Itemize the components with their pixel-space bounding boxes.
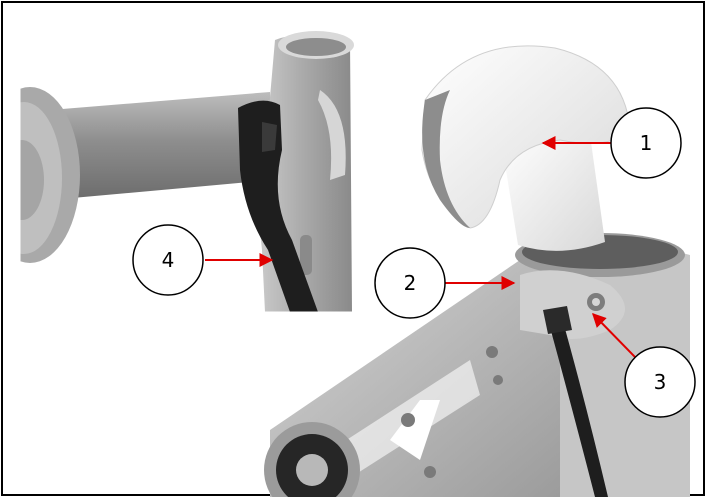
callout-3-label: 3 [654,370,667,394]
callout-2-label: 2 [404,271,417,295]
callout-3-arrow [592,312,637,359]
callout-4-label: 4 [162,248,175,272]
callout-4: 4 [132,224,204,296]
main-assembly [264,45,690,497]
callout-1: 1 [610,107,682,179]
callout-2: 2 [374,247,446,319]
callout-1-label: 1 [640,131,653,155]
callout-3: 3 [624,346,696,418]
